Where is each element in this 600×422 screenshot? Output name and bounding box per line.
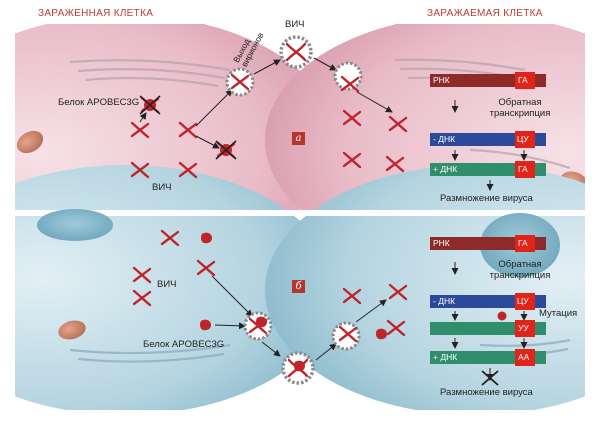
rt-line1-bottom: Обратная: [498, 259, 542, 270]
plus-dna-label-top: + ДНК: [433, 164, 458, 174]
mutated-codon-bottom: УУ: [518, 323, 529, 333]
rna-strand-top: [430, 72, 546, 89]
panel-letter-b: б: [292, 280, 305, 293]
er-membranes: [69, 58, 571, 170]
rna-label-top: РНК: [433, 75, 450, 85]
apobec3g-protein-icon: [375, 328, 387, 340]
virion-icon: [243, 311, 273, 341]
rna-strand-bottom: [430, 235, 546, 252]
apobec3g-protein-icon: [200, 232, 212, 244]
minus-dna-strand-bottom: [430, 293, 546, 310]
gap-bottom: [0, 410, 600, 422]
virion-icon: [281, 351, 315, 385]
rt-line2-bottom: транскрипция: [489, 269, 551, 281]
rt-label-bottom: Обратная транскрипция: [480, 259, 560, 282]
target-cell-header: ЗАРАЖАЕМАЯ КЛЕТКА: [427, 8, 543, 19]
blocked-icon: [481, 370, 499, 386]
hiv-label-virion: ВИЧ: [285, 19, 305, 30]
minus-dna-strand-top: [430, 131, 546, 148]
rt-line2-top: транскрипция: [489, 107, 551, 119]
plus-dna-label-bottom: + ДНК: [433, 352, 458, 362]
mutated-strand-bottom: [430, 320, 546, 337]
minus-dna-codon-bottom: ЦУ: [517, 296, 529, 306]
gap-top: [0, 0, 600, 24]
apobec3g-protein-icon: [497, 311, 507, 321]
gap-left: [0, 0, 15, 422]
gap-right: [585, 0, 600, 422]
rna-label-bottom: РНК: [433, 238, 450, 248]
panel-separator: [15, 210, 585, 216]
mitochondrion-icon: [16, 130, 44, 154]
virion-icon: [333, 61, 363, 93]
virion-icon: [279, 35, 313, 69]
minus-dna-codon-top: ЦУ: [517, 134, 529, 144]
result-label-top: Размножение вируса: [440, 193, 533, 204]
plus-dna-strand-bottom: [430, 349, 546, 366]
virion-icon: [331, 321, 361, 351]
result-label-bottom: Размножение вируса: [440, 387, 533, 398]
plus-dna-codon-bottom: АА: [518, 352, 530, 362]
infected-cell-header: ЗАРАЖЕННАЯ КЛЕТКА: [38, 8, 154, 19]
plus-dna-strand-top: [430, 161, 546, 178]
hiv-label-bottom: ВИЧ: [157, 279, 177, 290]
protein-label-top: Белок APOBEC3G: [58, 97, 140, 108]
panel-letter-a: а: [292, 132, 305, 145]
protein-label-bottom: Белок APOBEC3G: [143, 339, 225, 350]
rt-line1-top: Обратная: [498, 97, 542, 108]
minus-dna-label-top: - ДНК: [433, 134, 456, 144]
hiv-label-top: ВИЧ: [152, 182, 172, 193]
virion-icon: [225, 67, 255, 97]
rt-label-top: Обратная транскрипция: [480, 97, 560, 120]
mitochondrion-icon: [58, 320, 86, 340]
nucleus-icon: [37, 209, 113, 241]
mutation-label: Мутация: [539, 308, 578, 319]
minus-dna-label-bottom: - ДНК: [433, 296, 456, 306]
rna-codon-bottom: ГА: [518, 238, 528, 248]
apobec3g-protein-icon: [199, 319, 211, 331]
rna-codon-top: ГА: [518, 75, 528, 85]
plus-dna-codon-top: ГА: [518, 164, 528, 174]
blocked-icon: [139, 95, 161, 115]
